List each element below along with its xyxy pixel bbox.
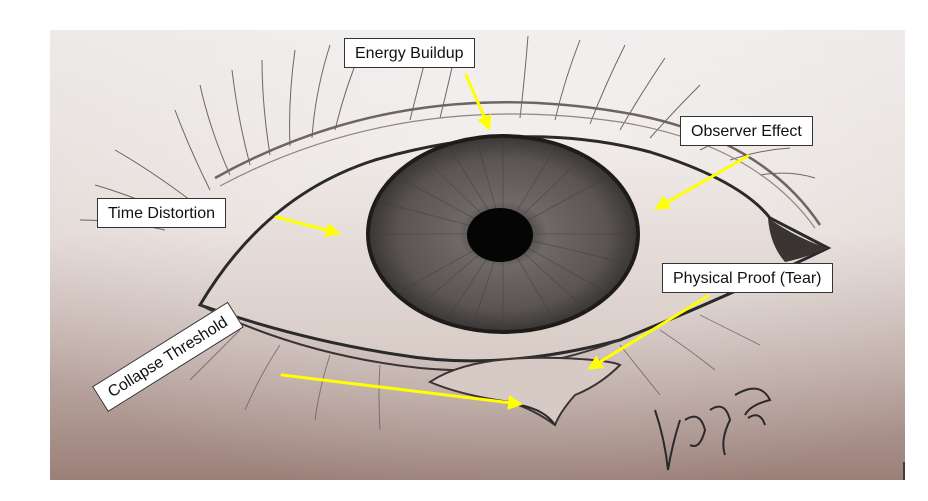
label-energy-buildup: Energy Buildup xyxy=(344,38,475,68)
arrow-observer-effect xyxy=(654,154,750,210)
arrow-physical-proof xyxy=(587,294,710,370)
lower-eyelashes xyxy=(189,314,761,431)
pupil xyxy=(467,208,533,262)
arrow-collapse-threshold xyxy=(280,373,523,410)
label-observer-effect: Observer Effect xyxy=(680,116,813,146)
signature-mark xyxy=(654,387,772,471)
label-time-distortion: Time Distortion xyxy=(97,198,226,228)
arrow-energy-buildup xyxy=(464,73,492,131)
label-physical-proof: Physical Proof (Tear) xyxy=(662,263,833,293)
annotation-arrows xyxy=(274,73,750,410)
arrow-time-distortion xyxy=(274,215,341,238)
